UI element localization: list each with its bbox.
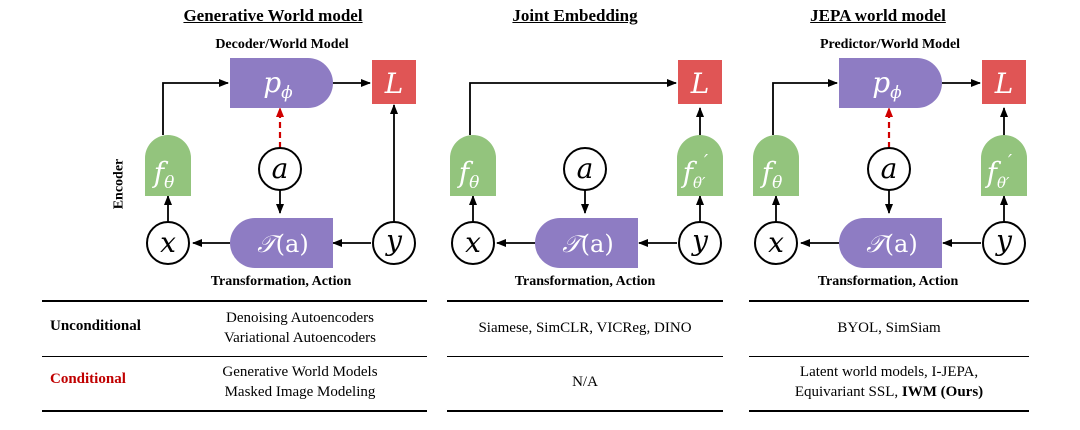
svg-text:L: L xyxy=(994,67,1014,100)
row-label-unconditional: Unconditional xyxy=(50,318,141,334)
table-mid-rule-1 xyxy=(42,356,427,357)
action-node xyxy=(258,147,302,191)
table-cell: Siamese, SimCLR, VICReg, DINO xyxy=(478,320,692,336)
table-cell: Generative World Models Masked Image Mod… xyxy=(222,364,378,400)
table-cell: Denoising Autoencoders Variational Autoe… xyxy=(223,310,377,346)
transformation-label-3: Transformation, Action xyxy=(817,274,959,289)
action-node xyxy=(563,147,607,191)
svg-text:′: ′ xyxy=(1008,151,1012,172)
svg-text:pϕ: pϕ xyxy=(872,66,902,103)
svg-text:y: y xyxy=(994,224,1013,257)
x-node xyxy=(754,221,798,265)
transformation-label-1: Transformation, Action xyxy=(210,274,352,289)
transformation-box xyxy=(535,218,638,268)
row-label-conditional: Conditional xyxy=(50,371,126,387)
p-phi-symbol: pϕ xyxy=(263,66,293,103)
panel-jepa: pϕ L fθ fθ′ ′ a 𝒯(a) x y xyxy=(753,58,1027,268)
diagrams: pϕ L fθ a 𝒯(a) x y L fθ fθ′ ′ xyxy=(145,58,1027,268)
y-node xyxy=(678,221,722,265)
table-cell: BYOL, SimSiam xyxy=(837,320,941,336)
y-node xyxy=(982,221,1026,265)
transformation-box xyxy=(839,218,942,268)
table-cell: Latent world models, I-JEPA, Equivariant… xyxy=(794,364,984,400)
svg-text:a: a xyxy=(577,152,594,185)
svg-text:x: x xyxy=(160,226,176,259)
predictor-label: Predictor/World Model xyxy=(819,37,961,52)
transformation-label-2: Transformation, Action xyxy=(514,274,656,289)
table-bottom-rule-1 xyxy=(42,410,427,412)
svg-text:y: y xyxy=(384,224,403,257)
encoder-box xyxy=(450,135,496,196)
loss-box xyxy=(678,60,722,104)
table-mid-rule-2 xyxy=(447,356,723,357)
t-a-symbol: 𝒯(a) xyxy=(257,230,308,258)
svg-text:a: a xyxy=(272,152,289,185)
svg-text:y: y xyxy=(690,224,709,257)
panel-generative: pϕ L fθ a 𝒯(a) x y xyxy=(145,58,416,268)
predictor-box xyxy=(839,58,942,108)
transformation-box xyxy=(230,218,333,268)
action-node xyxy=(867,147,911,191)
loss-box xyxy=(982,60,1026,104)
target-encoder-box xyxy=(677,135,723,196)
panel-joint-embedding: L fθ fθ′ ′ a 𝒯(a) x y xyxy=(450,60,723,268)
table-top-rule-3 xyxy=(749,300,1029,302)
svg-text:𝒯(a): 𝒯(a) xyxy=(562,230,613,258)
x-node xyxy=(451,221,495,265)
table-top-rule-1 xyxy=(42,300,427,302)
loss-symbol: L xyxy=(384,67,404,100)
x-node xyxy=(146,221,190,265)
svg-text:′: ′ xyxy=(704,151,708,172)
svg-text:x: x xyxy=(465,226,481,259)
svg-text:x: x xyxy=(768,226,784,259)
target-encoder-box xyxy=(981,135,1027,196)
svg-text:a: a xyxy=(881,152,898,185)
loss-box xyxy=(372,60,416,104)
encoder-box xyxy=(145,135,191,196)
table-bottom-rule-2 xyxy=(447,410,723,412)
table-top-rule-2 xyxy=(447,300,723,302)
decoder-box xyxy=(230,58,333,108)
svg-text:𝒯(a): 𝒯(a) xyxy=(866,230,917,258)
encoder-box xyxy=(753,135,799,196)
panel-title-jepa: JEPA world model xyxy=(810,6,946,25)
svg-text:L: L xyxy=(690,67,710,100)
table-bottom-rule-3 xyxy=(749,410,1029,412)
panel-title-joint-embedding: Joint Embedding xyxy=(512,6,638,25)
table-cell: N/A xyxy=(572,374,598,390)
y-node xyxy=(372,221,416,265)
decoder-label: Decoder/World Model xyxy=(215,37,349,52)
table-mid-rule-3 xyxy=(749,356,1029,357)
panel-title-generative: Generative World model xyxy=(183,6,363,25)
